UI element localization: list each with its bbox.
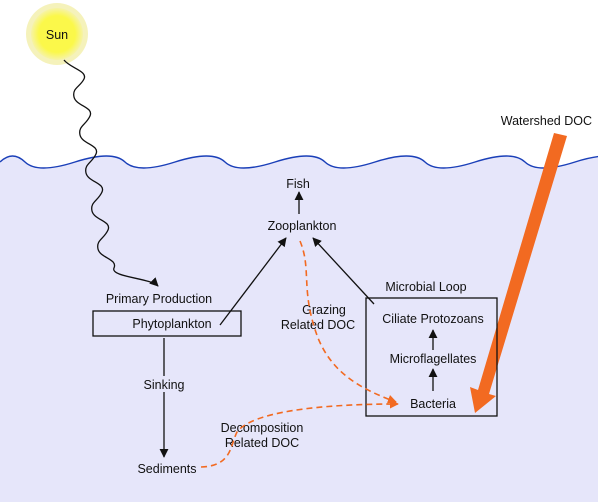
watershed-doc-arrow xyxy=(470,133,567,413)
grazing-doc-label-line1: Grazing xyxy=(302,303,346,317)
grazing-doc-dashed-arrow xyxy=(299,240,397,404)
bacteria-label: Bacteria xyxy=(410,397,456,411)
phytoplankton-label: Phytoplankton xyxy=(132,317,211,331)
microbial-loop-box xyxy=(365,297,498,417)
microbial-loop-to-zooplankton-arrow xyxy=(312,237,375,305)
fish-label: Fish xyxy=(286,177,310,191)
sun-icon xyxy=(31,8,83,60)
decomposition-doc-dashed-arrow xyxy=(200,399,399,468)
primary-production-label: Primary Production xyxy=(106,292,212,306)
ciliate-protozoans-label: Ciliate Protozoans xyxy=(382,312,483,326)
sunlight-wavy-arrow xyxy=(63,59,159,287)
phytoplankton-box xyxy=(92,310,242,337)
sun-label: Sun xyxy=(46,28,68,42)
sediments-label: Sediments xyxy=(137,462,196,476)
watershed-doc-label: Watershed DOC xyxy=(501,114,592,128)
decomposition-doc-label-line2: Related DOC xyxy=(225,436,299,450)
sinking-label: Sinking xyxy=(144,378,185,392)
microflagellates-label: Microflagellates xyxy=(390,352,477,366)
phytoplankton-to-zooplankton-arrow xyxy=(219,237,287,326)
zooplankton-label: Zooplankton xyxy=(268,219,337,233)
sinking-label-bg xyxy=(136,376,192,392)
grazing-doc-label-line2: Related DOC xyxy=(281,318,355,332)
decomposition-doc-label-line1: Decomposition xyxy=(221,421,304,435)
microbial-loop-label: Microbial Loop xyxy=(385,280,466,294)
water-surface-wave xyxy=(0,155,598,169)
